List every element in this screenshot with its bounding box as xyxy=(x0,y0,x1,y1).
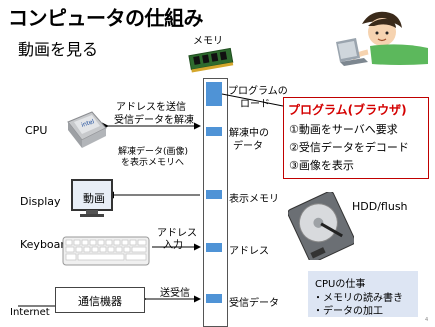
internet-label: Internet xyxy=(10,307,50,318)
keyboard-arrow-label-1: アドレス xyxy=(157,228,197,239)
svg-text:intel: intel xyxy=(80,118,95,129)
region-decoding-line2: データ xyxy=(233,141,263,152)
cpu-tasks-title: CPUの仕事 xyxy=(315,279,366,290)
display-screen-text: 動画 xyxy=(83,192,105,205)
comm-device-label: 通信機器 xyxy=(78,295,122,308)
page-subtitle: 動画を見る xyxy=(18,40,99,59)
region-decoding-line1: 解凍中の xyxy=(229,128,269,139)
cpu-chip-icon: intel xyxy=(67,111,107,148)
program-item-2: ②受信データをデコード xyxy=(289,141,409,154)
cpu-task-item-1: ・メモリの読み書き xyxy=(313,293,403,304)
memory-cell-display xyxy=(206,190,222,199)
comm-arrow-label: 送受信 xyxy=(160,288,190,299)
cpu-tasks-box xyxy=(308,271,418,317)
memory-module-icon xyxy=(188,47,234,73)
storage-label: HDD/flush xyxy=(352,200,408,213)
cpu-send-label-1: アドレスを送信 xyxy=(116,102,186,113)
region-received-data: 受信データ xyxy=(229,298,279,309)
region-address: アドレス xyxy=(229,246,269,257)
memory-cell-decoding xyxy=(206,127,222,136)
program-item-1: ①動画をサーバへ要求 xyxy=(289,123,398,136)
program-item-3: ③画像を表示 xyxy=(289,159,354,172)
memory-label: メモリ xyxy=(193,36,223,47)
program-box xyxy=(283,97,429,179)
page-number: 4 xyxy=(425,317,429,323)
cpu-task-item-2: ・データの加工 xyxy=(313,306,383,317)
memory-bar xyxy=(203,78,228,327)
region-display-memory: 表示メモリ xyxy=(229,194,279,205)
keyboard-arrow-label-2: 入力 xyxy=(163,240,183,251)
cpu-back-label-1: 解凍データ(画像) xyxy=(118,147,189,157)
memory-cell-program xyxy=(206,82,222,106)
hdd-icon xyxy=(288,192,354,260)
person-laptop-illustration xyxy=(336,11,428,66)
region-program-line1: プログラムの xyxy=(228,86,288,97)
program-box-title: プログラム(ブラウザ) xyxy=(288,103,407,117)
cpu-label: CPU xyxy=(25,124,48,137)
memory-cell-address xyxy=(206,243,222,252)
keyboard-label: Keyboard xyxy=(20,238,72,251)
display-label: Display xyxy=(20,195,61,208)
cpu-send-label-2: 受信データを解凍 xyxy=(114,115,194,126)
keyboard-icon xyxy=(62,236,150,266)
comm-device-box xyxy=(55,287,145,313)
display-monitor-icon xyxy=(71,179,113,217)
region-program-line2: ロード xyxy=(240,99,270,110)
memory-cell-received xyxy=(206,294,222,303)
page-title: コンピュータの仕組み xyxy=(8,6,204,30)
cpu-back-label-2: を表示メモリへ xyxy=(121,158,185,168)
